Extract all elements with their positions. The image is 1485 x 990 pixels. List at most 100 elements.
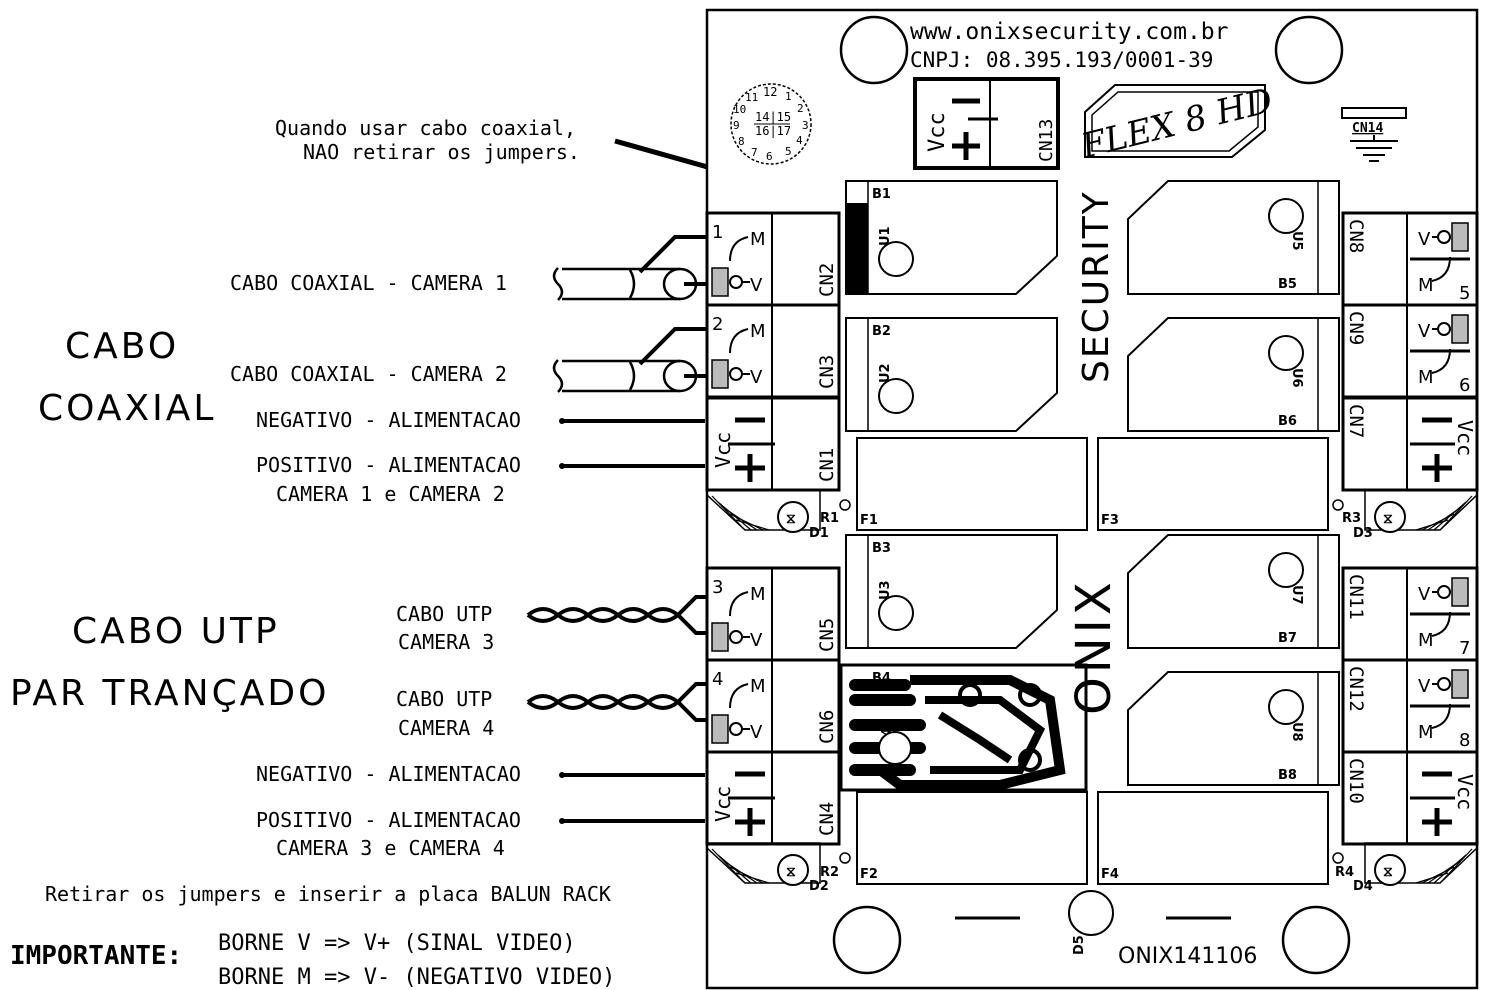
svg-text:1: 1 xyxy=(785,90,792,103)
svg-text:14|15: 14|15 xyxy=(755,110,791,124)
svg-text:8: 8 xyxy=(738,135,745,148)
d5-led xyxy=(1068,890,1114,936)
fuse-label: F4 xyxy=(1101,867,1119,882)
resistor-label: R4 xyxy=(1335,865,1354,880)
channel-number: 3 xyxy=(712,577,723,598)
screw-terminal-icon xyxy=(711,714,729,744)
channel-number: 2 xyxy=(712,314,723,335)
b-label: B6 xyxy=(1278,414,1297,429)
pin-v-label: V xyxy=(750,367,763,388)
svg-text:Vcc: Vcc xyxy=(925,112,950,152)
connector-id: CN1 xyxy=(816,448,838,482)
neg1-label: NEGATIVO - ALIMENTACAO xyxy=(256,408,521,432)
connector-id: CN12 xyxy=(1345,666,1367,712)
u-label: U8 xyxy=(1289,722,1304,742)
pin-v-label: V xyxy=(1418,676,1431,697)
terminal-cn9: CN9 V M 6 xyxy=(1341,303,1479,399)
connector-id: CN7 xyxy=(1345,404,1367,438)
pos1-label: POSITIVO - ALIMENTACAO xyxy=(256,453,521,477)
connector-id: CN10 xyxy=(1345,758,1367,804)
pin-m-label: M xyxy=(1418,367,1434,388)
svg-text:4: 4 xyxy=(796,134,803,147)
coax-note-line1: Quando usar cabo coaxial, xyxy=(275,116,576,140)
pin-v-label: V xyxy=(750,275,763,296)
channel-number: 6 xyxy=(1459,375,1470,396)
b-label: B2 xyxy=(872,324,891,339)
screw-terminal-icon xyxy=(1451,314,1469,344)
vcc-label: Vcc xyxy=(711,432,735,468)
u-label: U1 xyxy=(878,226,893,246)
utp-cam4-line1: CABO UTP xyxy=(396,687,492,711)
coax-cam1-label: CABO COAXIAL - CAMERA 1 xyxy=(230,271,507,295)
channel-number: 5 xyxy=(1459,283,1470,304)
connector-id: CN3 xyxy=(816,355,838,389)
fuse-f3: F3 xyxy=(1097,437,1329,531)
vcc-label: Vcc xyxy=(1453,774,1477,810)
important-line2: BORNE M => V- (NEGATIVO VIDEO) xyxy=(218,965,615,990)
screw-terminal-icon xyxy=(1451,222,1469,252)
connector-id: CN9 xyxy=(1345,311,1367,345)
fuse-label: F2 xyxy=(860,867,878,882)
balun-b2: U2 B2 xyxy=(845,317,1058,432)
channel-number: 4 xyxy=(712,669,723,690)
mount-hole-tr xyxy=(1274,15,1344,85)
u-label: U2 xyxy=(878,363,893,383)
svg-text:⧖: ⧖ xyxy=(786,511,796,527)
coax-note-line2: NAO retirar os jumpers. xyxy=(303,140,580,164)
important-line1: BORNE V => V+ (SINAL VIDEO) xyxy=(218,931,576,956)
b-label: B1 xyxy=(872,187,891,202)
security-label: SECURITY xyxy=(1076,190,1117,383)
utp-note: Retirar os jumpers e inserir a placa BAL… xyxy=(45,882,611,906)
utp-cable-4 xyxy=(526,682,712,722)
diode-label: D1 xyxy=(809,526,829,541)
coax-title-2: COAXIAL xyxy=(38,388,216,429)
connector-id: CN5 xyxy=(816,618,838,652)
screw-terminal-icon xyxy=(711,359,729,389)
connector-id: CN8 xyxy=(1345,219,1367,253)
screw-terminal-icon xyxy=(1451,669,1469,699)
coax-cable-2 xyxy=(552,327,712,393)
pin-v-label: V xyxy=(1418,321,1431,342)
pin-m-label: M xyxy=(750,676,766,697)
b-label: B7 xyxy=(1278,631,1297,646)
svg-text:16|17: 16|17 xyxy=(755,124,791,138)
svg-text:2: 2 xyxy=(797,102,804,115)
svg-text:⧖: ⧖ xyxy=(786,864,796,880)
board-url: www.onixsecurity.com.br xyxy=(910,19,1229,45)
svg-text:3: 3 xyxy=(802,119,809,132)
b-label: B3 xyxy=(872,541,891,556)
resistor-label: R2 xyxy=(820,865,839,880)
fuse-label: F3 xyxy=(1101,513,1119,528)
coax-cable-1 xyxy=(552,235,712,301)
svg-text:CN14: CN14 xyxy=(1352,121,1383,136)
svg-text:⧖: ⧖ xyxy=(1383,511,1393,527)
channel-number: 8 xyxy=(1459,730,1470,751)
coax-cam2-label: CABO COAXIAL - CAMERA 2 xyxy=(230,362,507,386)
svg-text:9: 9 xyxy=(733,119,740,132)
balun-rack-traces xyxy=(839,663,1088,792)
svg-text:10: 10 xyxy=(733,103,746,116)
jumper-block[interactable] xyxy=(846,203,868,295)
svg-text:D5: D5 xyxy=(1072,935,1087,955)
pin-m-label: M xyxy=(750,229,766,250)
pin-v-label: V xyxy=(1418,229,1431,250)
vcc-label: Vcc xyxy=(1453,420,1477,456)
cn13-label: CN13 xyxy=(1036,119,1057,162)
fuse-f2: F2 xyxy=(856,791,1088,885)
pin-v-label: V xyxy=(1418,584,1431,605)
board-cnpj: CNPJ: 08.395.193/0001-39 xyxy=(910,48,1213,72)
pin-m-label: M xyxy=(750,321,766,342)
cams34-label: CAMERA 3 e CAMERA 4 xyxy=(276,836,505,860)
connector-id: CN2 xyxy=(816,263,838,297)
svg-text:7: 7 xyxy=(751,146,758,159)
